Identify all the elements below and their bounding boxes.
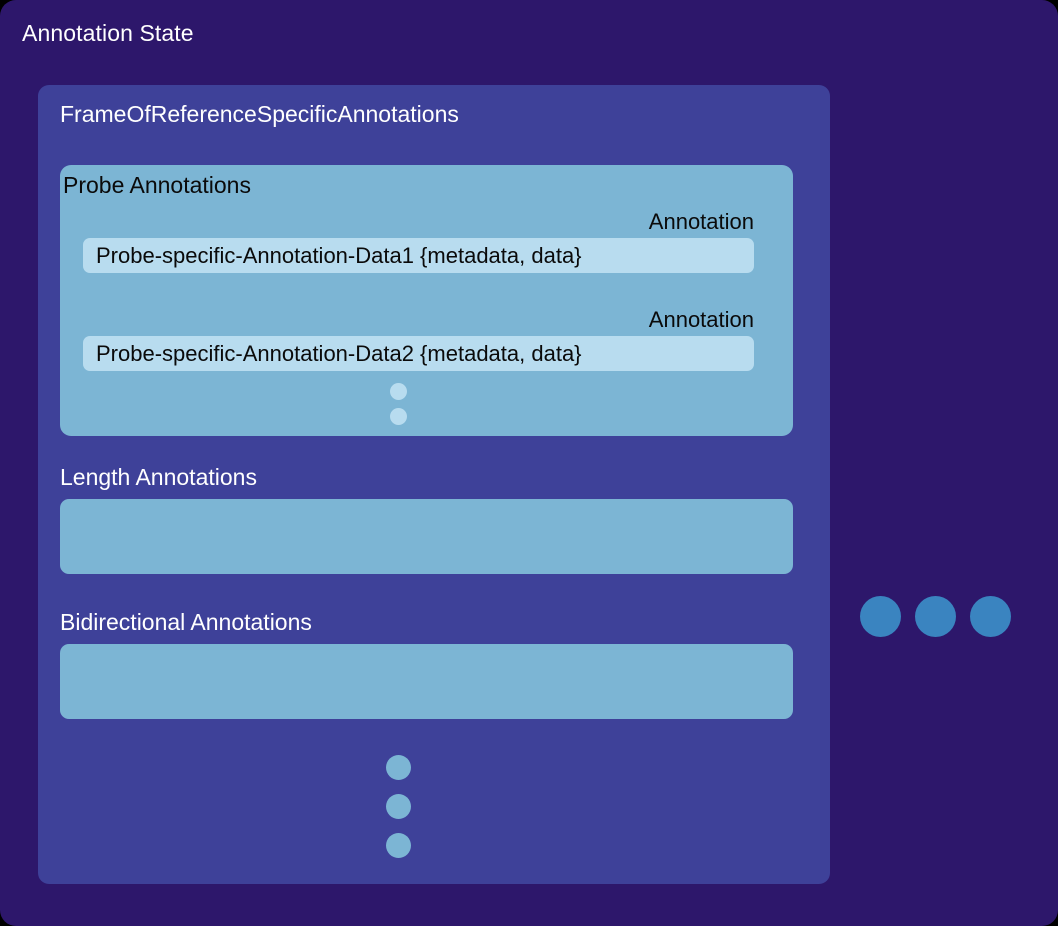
more-frames-horizontal-ellipsis-icon (860, 596, 1011, 637)
probe-annotations-title: Probe Annotations (63, 172, 251, 198)
page-title: Annotation State (22, 20, 194, 46)
ellipsis-dot (915, 596, 956, 637)
ellipsis-dot (860, 596, 901, 637)
annotation-caption: Annotation (648, 209, 754, 234)
frame-of-reference-panel: FrameOfReferenceSpecificAnnotations Prob… (38, 85, 830, 884)
length-annotations-box (60, 499, 793, 574)
annotation-entry: Annotation Probe-specific-Annotation-Dat… (83, 208, 754, 273)
bidirectional-annotations-section: Bidirectional Annotations (60, 608, 793, 719)
frame-of-reference-title: FrameOfReferenceSpecificAnnotations (60, 101, 459, 127)
annotation-entry: Annotation Probe-specific-Annotation-Dat… (83, 306, 754, 371)
annotation-data-pill: Probe-specific-Annotation-Data1 {metadat… (83, 238, 754, 273)
ellipsis-dot (385, 794, 411, 819)
bidirectional-annotations-box (60, 644, 793, 719)
annotation-data-text: Probe-specific-Annotation-Data2 {metadat… (96, 340, 582, 366)
ellipsis-dot (389, 383, 407, 400)
ellipsis-dot (970, 596, 1011, 637)
length-annotations-title: Length Annotations (60, 464, 257, 490)
annotation-data-text: Probe-specific-Annotation-Data1 {metadat… (96, 242, 582, 268)
probe-more-vertical-ellipsis-icon (389, 383, 407, 425)
more-annotation-types-vertical-ellipsis-icon (385, 755, 411, 858)
annotation-data-pill: Probe-specific-Annotation-Data2 {metadat… (83, 336, 754, 371)
ellipsis-dot (385, 755, 411, 780)
length-annotations-section: Length Annotations (60, 463, 793, 574)
ellipsis-dot (385, 833, 411, 858)
ellipsis-dot (389, 408, 407, 425)
bidirectional-annotations-title: Bidirectional Annotations (60, 609, 312, 635)
probe-annotations-group: Probe Annotations Annotation Probe-speci… (60, 165, 793, 436)
annotation-caption: Annotation (648, 307, 754, 332)
